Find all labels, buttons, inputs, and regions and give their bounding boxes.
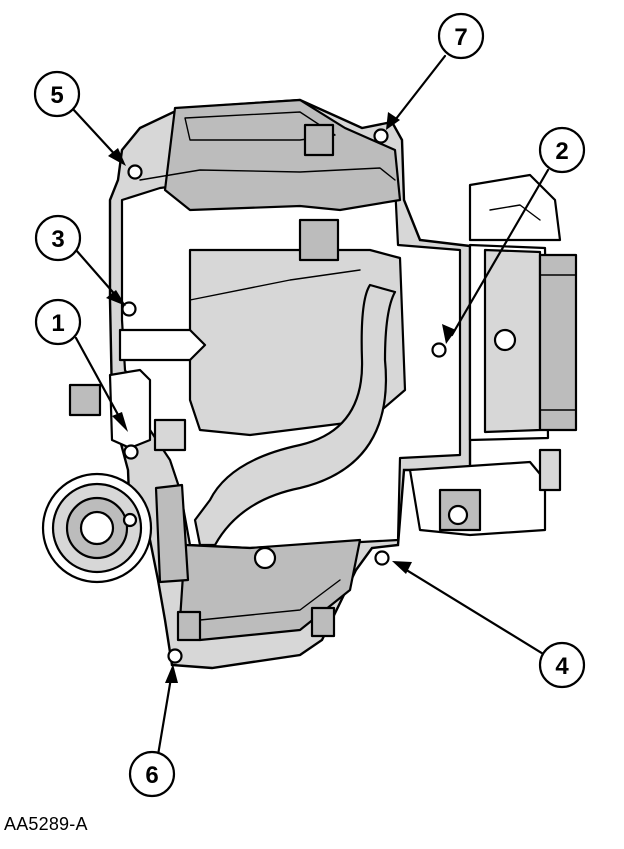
arrow-1 <box>112 412 128 432</box>
throttle-body <box>468 173 578 442</box>
left-fitting <box>118 328 207 362</box>
callout-6: 6 <box>128 750 176 798</box>
leader-5 <box>70 106 122 162</box>
top-bracket <box>303 123 335 157</box>
bolt-hole-2 <box>431 342 447 358</box>
bolt-hole-1 <box>123 444 139 460</box>
arrow-2 <box>442 324 456 344</box>
sensor-connector <box>68 383 102 417</box>
leader-7 <box>390 54 447 126</box>
figure-id: AA5289-A <box>4 814 88 834</box>
bolt-hole-7 <box>373 128 389 144</box>
callout-1-label: 1 <box>51 310 64 337</box>
arrow-6 <box>165 664 178 683</box>
bottom-bracket-right <box>310 606 336 638</box>
leader-1 <box>74 336 124 424</box>
callout-7: 7 <box>437 12 485 60</box>
arrow-4 <box>392 561 412 574</box>
callout-3: 3 <box>34 214 82 262</box>
runner-tube <box>193 283 397 547</box>
upper-bracket <box>298 218 340 262</box>
upper-plenum <box>163 98 402 212</box>
callout-2-label: 2 <box>555 138 568 165</box>
callout-5-label: 5 <box>50 82 63 109</box>
arrow-7 <box>386 112 400 130</box>
leader-3 <box>74 248 120 300</box>
block-contour <box>189 269 361 301</box>
idler-pulley <box>41 472 153 584</box>
throttle-linkage <box>408 448 562 537</box>
left-bracket <box>108 368 152 450</box>
callout-2: 2 <box>538 126 586 174</box>
arrow-5 <box>108 148 126 166</box>
callout-1: 1 <box>34 298 82 346</box>
boss-lower <box>253 546 277 570</box>
callout-7-label: 7 <box>454 24 467 51</box>
leader-2 <box>450 168 550 337</box>
bolt-hole-6 <box>167 648 183 664</box>
leader-6 <box>156 670 174 757</box>
pulley-bracket <box>154 483 190 584</box>
bottom-bracket-left <box>176 610 202 642</box>
callout-5: 5 <box>33 70 81 118</box>
bolt-hole-5 <box>127 164 143 180</box>
plenum-edge-line <box>139 167 396 181</box>
arrow-3 <box>106 290 126 306</box>
bolt-hole-4 <box>374 550 390 566</box>
lower-runner-edge <box>199 579 341 621</box>
callout-6-label: 6 <box>145 762 158 789</box>
callout-4-label: 4 <box>555 653 569 680</box>
callout-3-label: 3 <box>51 226 64 253</box>
leader-4 <box>398 564 547 657</box>
callout-4: 4 <box>538 641 586 689</box>
left-tab <box>153 418 187 452</box>
